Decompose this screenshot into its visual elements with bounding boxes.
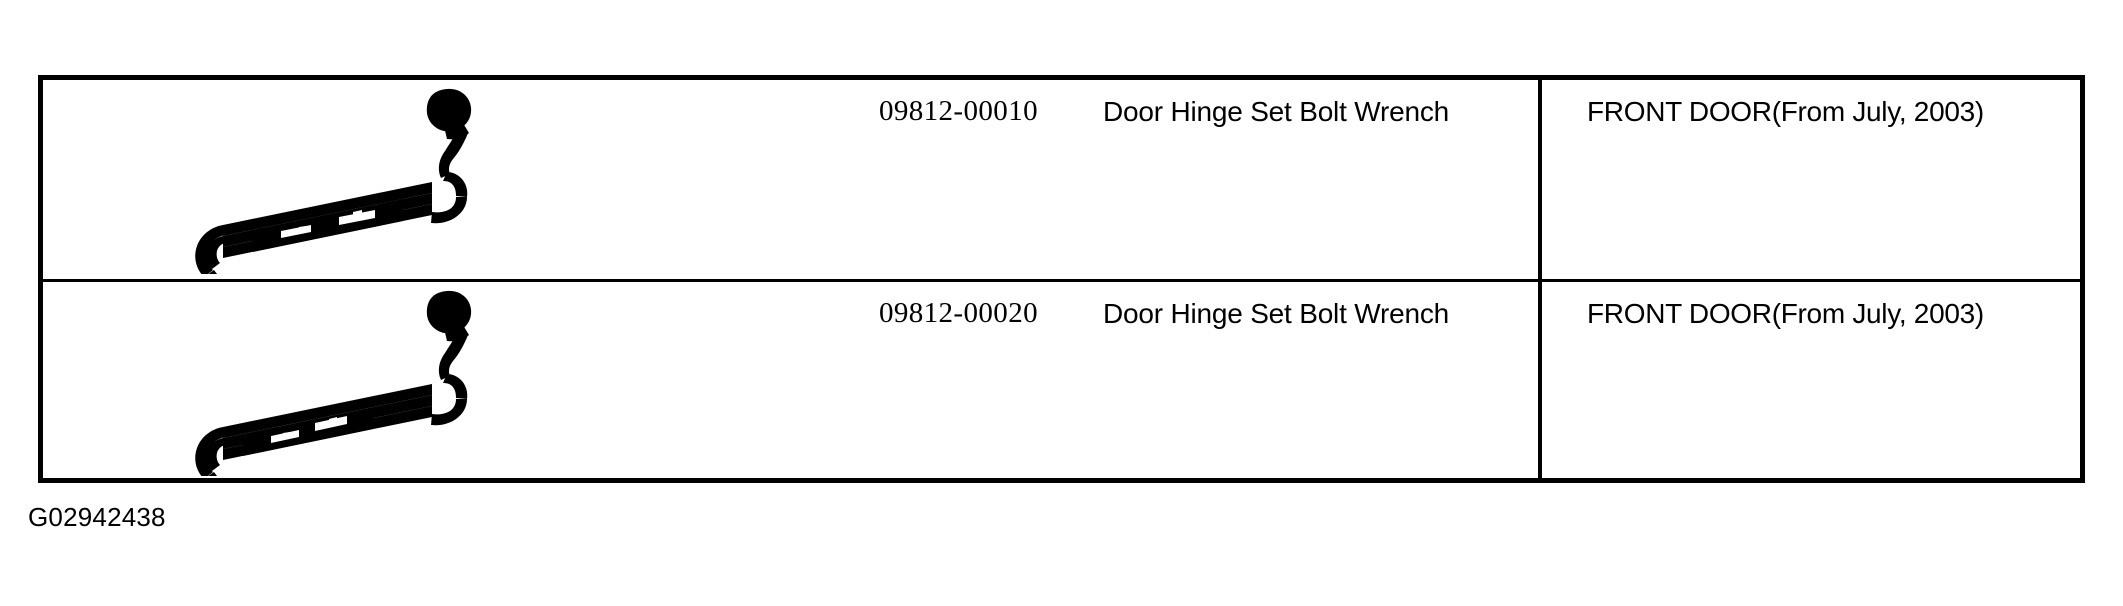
illustration-cell xyxy=(43,282,748,478)
parts-table: 09812-00010 Door Hinge Set Bolt Wrench F… xyxy=(38,75,2085,483)
illustration-cell xyxy=(43,80,748,279)
table-row: 09812-00020 Door Hinge Set Bolt Wrench F… xyxy=(43,279,2080,478)
application-text: FRONT DOOR(From July, 2003) xyxy=(1587,96,1984,127)
part-info-cell: 09812-00020 Door Hinge Set Bolt Wrench xyxy=(748,282,1538,478)
application-text: FRONT DOOR(From July, 2003) xyxy=(1587,298,1984,329)
table-row: 09812-00010 Door Hinge Set Bolt Wrench F… xyxy=(43,80,2080,279)
figure-id-label: G02942438 xyxy=(28,502,166,532)
application-cell: FRONT DOOR(From July, 2003) xyxy=(1538,282,2080,478)
offset-box-wrench-icon xyxy=(103,84,703,274)
part-info-cell: 09812-00010 Door Hinge Set Bolt Wrench xyxy=(748,80,1538,279)
part-description: Door Hinge Set Bolt Wrench xyxy=(1103,96,1450,127)
part-description: Door Hinge Set Bolt Wrench xyxy=(1103,298,1450,329)
offset-box-wrench-icon xyxy=(103,286,703,476)
part-number: 09812-00020 xyxy=(878,297,1038,329)
part-number: 09812-00010 xyxy=(878,95,1038,127)
application-cell: FRONT DOOR(From July, 2003) xyxy=(1538,80,2080,279)
